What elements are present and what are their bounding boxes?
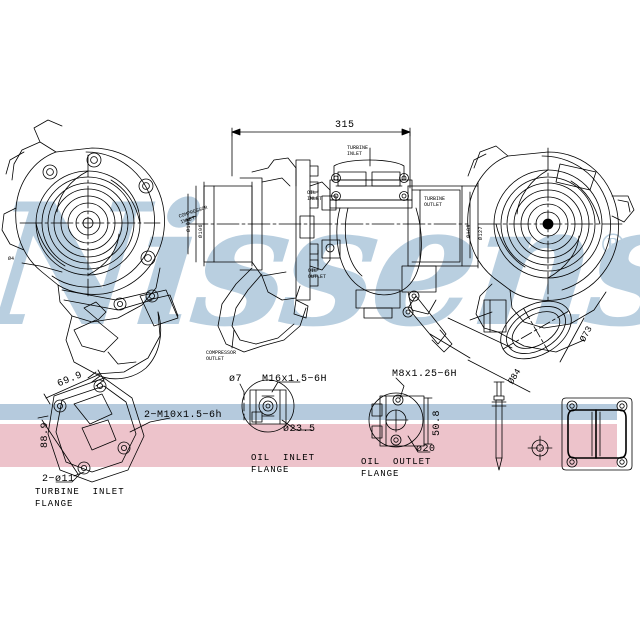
dim-label-d23-5: ø23.5 <box>283 424 316 435</box>
detail-oil-inlet-flange <box>239 379 313 433</box>
detail-oil-outlet-flange <box>368 377 433 453</box>
dim-label-d106: Ø106 <box>198 223 204 238</box>
accessory-gasket-ring <box>527 435 553 461</box>
registered-trademark-icon: ® <box>598 228 628 263</box>
dim-label-d109: Ø109 <box>466 223 472 238</box>
accessory-stud-pin <box>491 381 507 471</box>
dim-label-d4: Ø4 <box>8 256 15 262</box>
right-view-turbine-end <box>429 145 635 393</box>
dim-label-50-8: 50.8 <box>432 409 443 436</box>
dim-label-d127: Ø127 <box>478 225 484 240</box>
accessory-twin-port-gasket <box>561 397 633 471</box>
left-view-compressor-end <box>1 119 179 380</box>
detail-title-turbine-inlet-flange: TURBINE INLET FLANGE <box>35 487 125 509</box>
callout-compressor-outlet: COMPRESSOR OUTLET <box>206 350 237 362</box>
detail-title-oil-outlet-flange: OIL OUTLET FLANGE <box>361 457 432 479</box>
dim-label-88-9: 88.9 <box>40 421 51 448</box>
leader-d4 <box>21 262 63 273</box>
dim-label-315: 315 <box>335 120 355 131</box>
callout-oil-outlet: OIL OUTLET <box>308 268 327 280</box>
dim-label-2-m10: 2−M10x1.5−6h <box>144 410 223 421</box>
callout-oil-inlet: OIL INLET <box>307 190 323 202</box>
center-view-side-elevation <box>185 127 479 353</box>
dim-label-d20: ø20 <box>416 444 436 455</box>
dim-label-d7: ø7 <box>229 374 243 385</box>
callout-turbine-outlet: TURBINE OUTLET <box>424 196 446 208</box>
color-band-blue <box>0 404 617 420</box>
detail-title-oil-inlet-flange: OIL INLET FLANGE <box>251 453 316 475</box>
detail-turbine-inlet-flange <box>37 369 171 483</box>
dim-label-m16: M16x1.5−6H <box>262 374 328 385</box>
dim-label-2-d11: 2−ø11 <box>42 474 75 485</box>
callout-turbine-inlet: TURBINE INLET <box>347 145 369 157</box>
dim-label-m8: M8x1.25−6H <box>392 369 458 380</box>
